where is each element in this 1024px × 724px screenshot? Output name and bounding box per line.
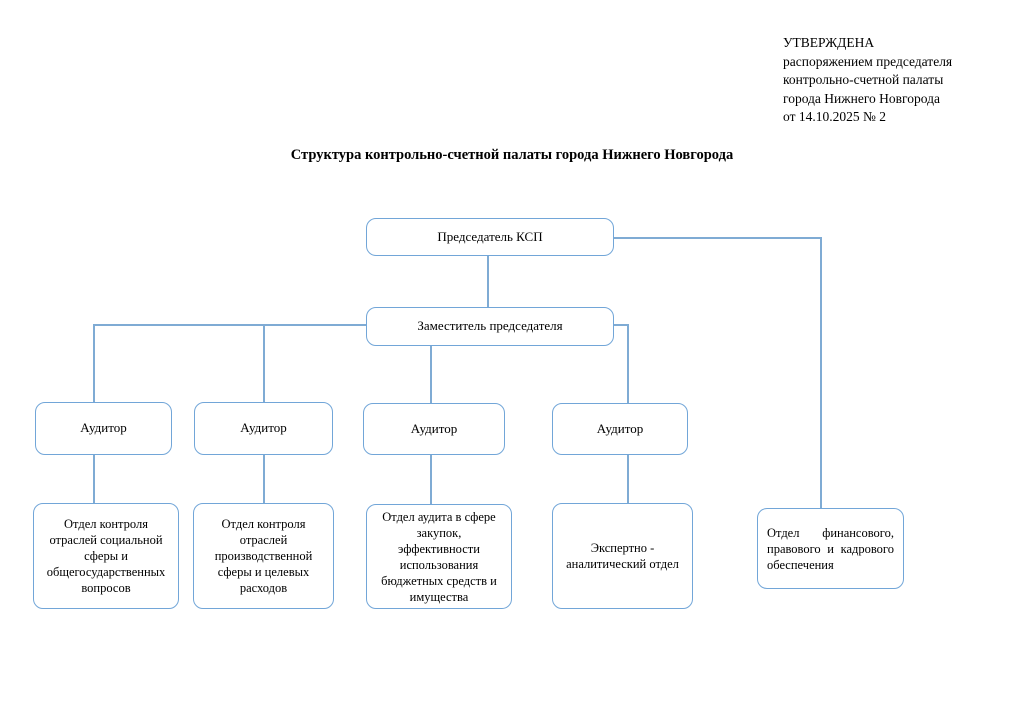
box-dept-expert-analytical: Экспертно - аналитический отдел <box>552 503 693 609</box>
box-dept-procurement-audit: Отдел аудита в сфере закупок, эффективно… <box>366 504 512 609</box>
connector-deputy-auditor4 <box>627 324 629 403</box>
connector-deputy-auditor1 <box>93 324 95 402</box>
dept-production-sphere-label: Отдел контроля отраслей производственной… <box>214 517 313 595</box>
deputy-chairman-label: Заместитель председателя <box>417 318 563 334</box>
connector-auditor4-dept4 <box>627 455 629 503</box>
auditor-2-label: Аудитор <box>240 420 287 436</box>
box-dept-social-sphere: Отдел контроля отраслей социальной сферы… <box>33 503 179 609</box>
page-title: Структура контрольно-счетной палаты горо… <box>290 147 734 163</box>
approval-line-3: контрольно-счетной палаты <box>783 72 944 88</box>
box-auditor-4: Аудитор <box>552 403 688 455</box>
box-auditor-3: Аудитор <box>363 403 505 455</box>
connector-deputy-auditor3 <box>430 345 432 403</box>
dept-expert-analytical-label: Экспертно - аналитический отдел <box>566 541 679 571</box>
connector-deputy-left <box>93 324 368 326</box>
approval-line-1: УТВЕРЖДЕНА <box>783 35 875 50</box>
approval-line-5: от 14.10.2025 № 2 <box>783 109 886 125</box>
approval-block: УТВЕРЖДЕНА распоряжением председателя ко… <box>783 34 993 127</box>
box-deputy-chairman: Заместитель председателя <box>366 307 614 346</box>
auditor-1-label: Аудитор <box>80 420 127 436</box>
connector-chairman-deputy <box>487 256 489 307</box>
connector-auditor2-dept2 <box>263 455 265 503</box>
connector-chairman-finance-dept <box>820 237 822 508</box>
dept-social-sphere-label: Отдел контроля отраслей социальной сферы… <box>46 517 166 595</box>
box-chairman: Председатель КСП <box>366 218 614 256</box>
dept-procurement-audit-label: Отдел аудита в сфере закупок, эффективно… <box>381 509 497 604</box>
chairman-label: Председатель КСП <box>437 228 543 244</box>
auditor-3-label: Аудитор <box>410 420 458 436</box>
dept-finance-legal-hr-label: Отдел финансового, правового и кадрового… <box>767 525 894 572</box>
connector-auditor3-dept3 <box>430 455 432 504</box>
approval-line-4: города Нижнего Новгорода <box>783 90 940 106</box>
box-dept-finance-legal-hr: Отдел финансового, правового и кадрового… <box>757 508 904 589</box>
connector-auditor1-dept1 <box>93 455 95 503</box>
connector-deputy-auditor2 <box>263 324 265 402</box>
connector-deputy-right <box>613 324 628 326</box>
approval-line-2: распоряжением председателя <box>783 53 953 69</box>
connector-chairman-right <box>613 237 821 239</box>
auditor-4-label: Аудитор <box>596 420 644 436</box>
box-dept-production-sphere: Отдел контроля отраслей производственной… <box>193 503 334 609</box>
box-auditor-2: Аудитор <box>194 402 333 455</box>
box-auditor-1: Аудитор <box>35 402 172 455</box>
